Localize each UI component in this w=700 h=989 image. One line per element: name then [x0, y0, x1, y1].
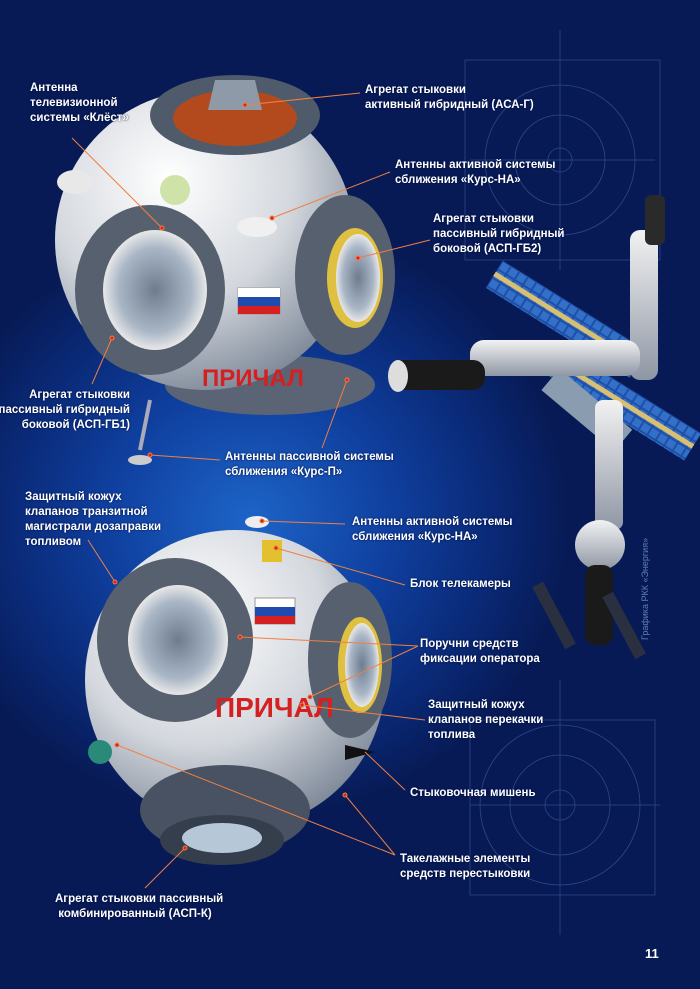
blueprint-top-frame	[464, 59, 661, 261]
solar-array	[532, 581, 576, 650]
blueprint-bottom-frame	[469, 719, 656, 896]
label-docking-target: Стыковочная мишень	[410, 787, 536, 799]
page-number: 11	[645, 946, 659, 961]
label-tv-camera: Блок телекамеры	[410, 578, 511, 590]
station-module	[595, 400, 623, 530]
progress-spacecraft	[390, 360, 485, 390]
soyuz-spacecraft	[585, 565, 613, 645]
fuel-valve-cover	[88, 740, 112, 764]
solar-array	[548, 348, 700, 461]
docking-target	[345, 745, 375, 760]
kurs-na-antenna	[237, 217, 277, 237]
tv-camera-unit	[262, 540, 282, 562]
active-docking-unit	[208, 80, 262, 110]
soyuz-spacecraft	[645, 195, 665, 245]
graphics-credit: Графика РКК «Энергия»	[640, 537, 650, 640]
tv-antenna-dish	[57, 170, 93, 194]
solar-array	[602, 591, 646, 660]
station-module	[630, 230, 658, 380]
module-name-lettering: ПРИЧАЛ	[202, 365, 304, 392]
prichal-module-small	[575, 520, 625, 570]
station-module	[470, 340, 640, 376]
module-name-lettering: ПРИЧАЛ	[215, 692, 334, 723]
klest-antenna	[160, 175, 190, 205]
